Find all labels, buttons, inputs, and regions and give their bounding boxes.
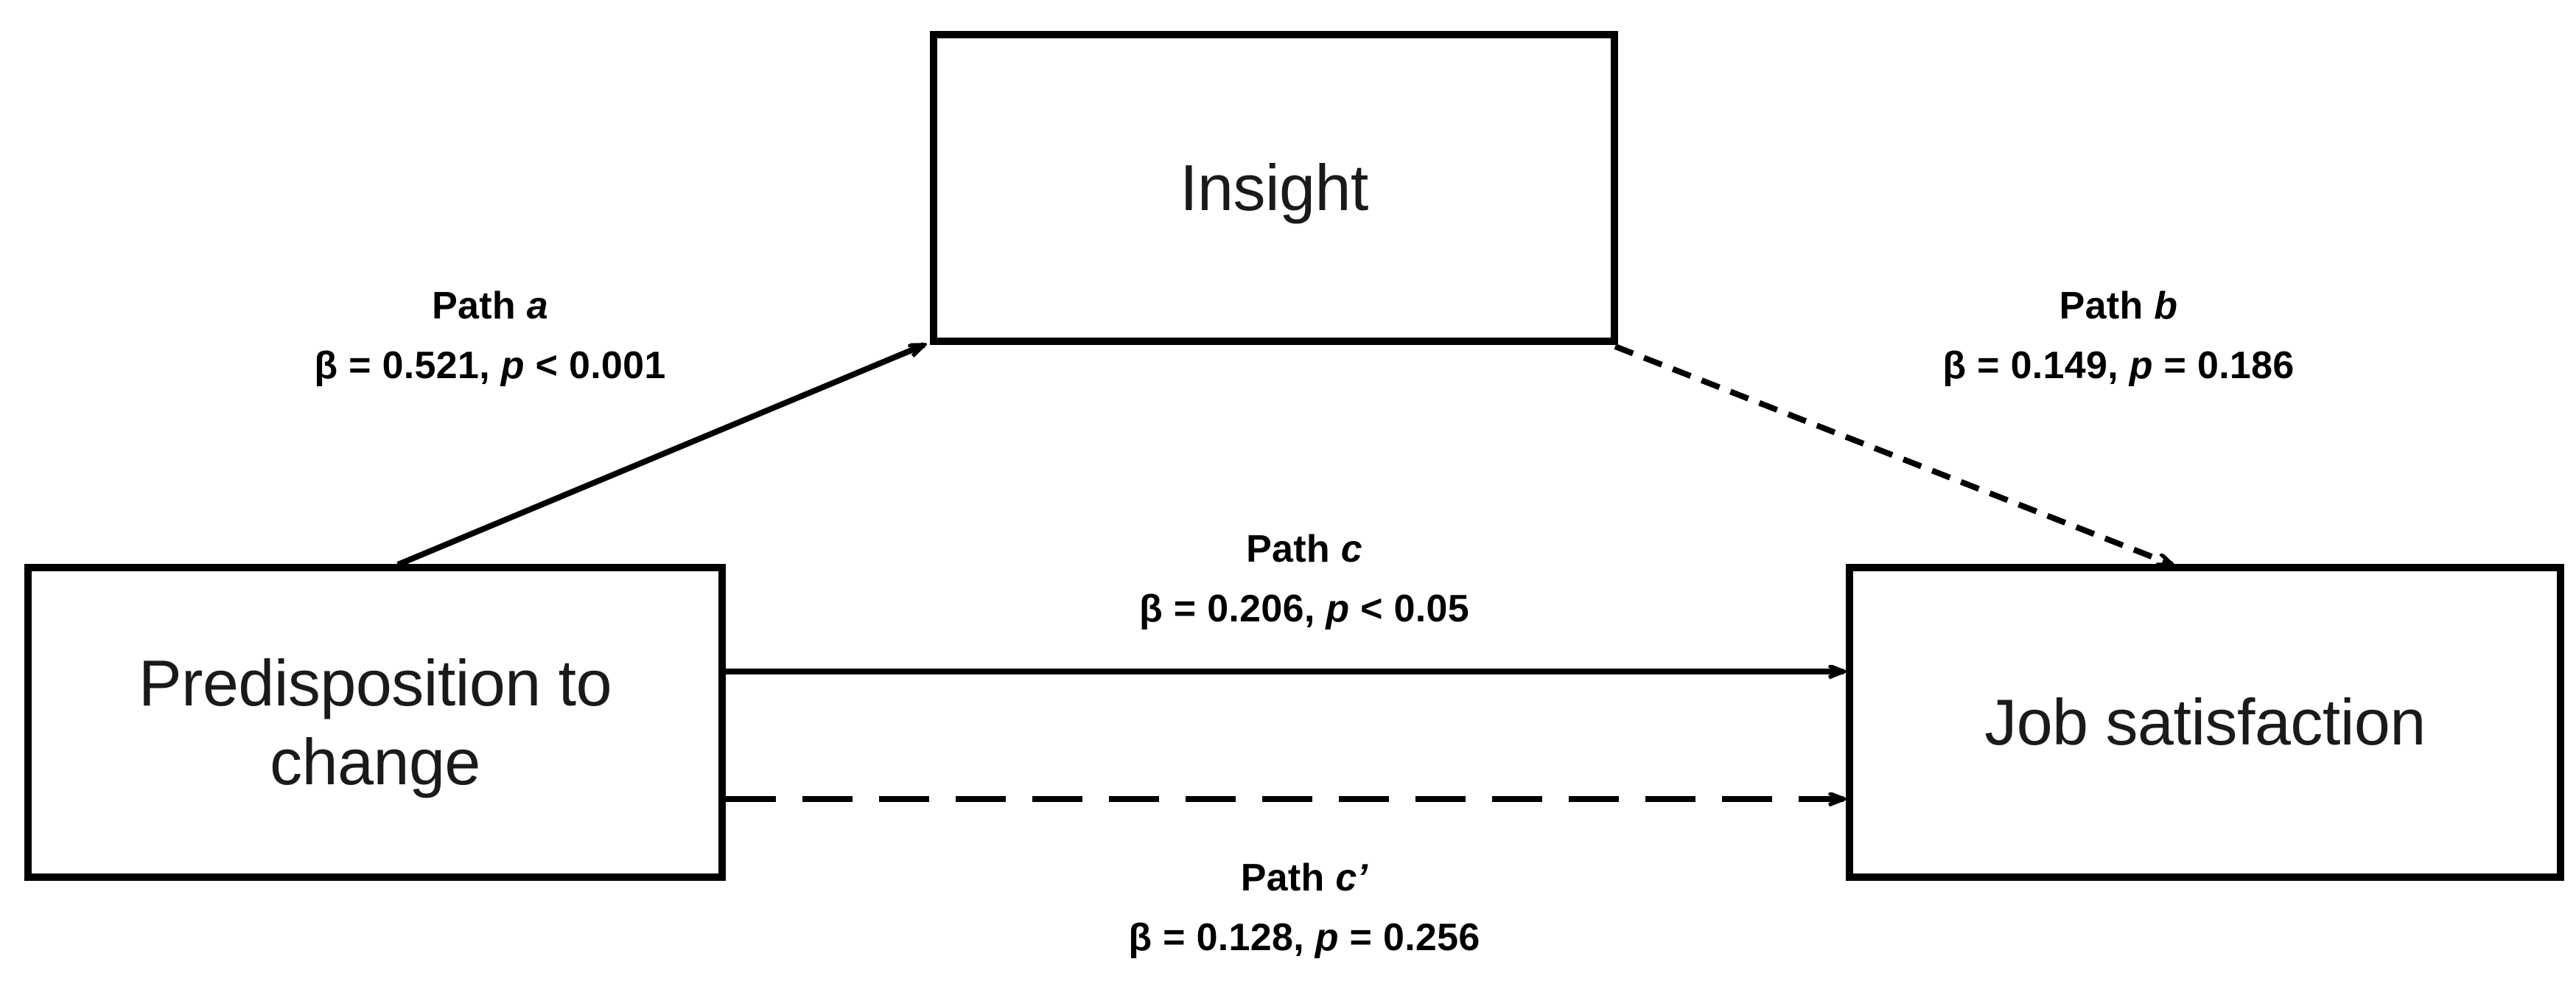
path-c-prime-name: Path [1240, 857, 1325, 899]
path-a-p-operator: < [524, 343, 569, 387]
path-c-prime-stats: β = 0.128, p = 0.256 [1128, 915, 1480, 959]
path-c-stats: β = 0.206, p < 0.05 [1138, 587, 1469, 630]
path-c-prime-symbol: c’ [1335, 857, 1368, 899]
path-c-name: Path [1246, 528, 1330, 571]
path-c-prime-p-value: 0.256 [1382, 915, 1480, 959]
path-b-label: Path b β = 0.149, p = 0.186 [1853, 282, 2384, 390]
path-c-title: Path c [1039, 525, 1569, 574]
path-b-name: Path [2059, 285, 2143, 327]
node-job-satisfaction[interactable]: Job satisfaction [1846, 564, 2564, 881]
path-c-p-value: 0.05 [1393, 587, 1469, 630]
path-c-p-operator: < [1349, 587, 1394, 630]
path-c-prime-beta-prefix: β = [1128, 915, 1197, 959]
path-b-symbol: b [2154, 285, 2178, 327]
path-b-p-label: p [2129, 343, 2153, 387]
node-predisposition-to-change[interactable]: Predisposition to change [24, 564, 726, 881]
path-a-beta-prefix: β = [314, 343, 382, 387]
path-a-symbol: a [526, 285, 548, 327]
path-c-prime-p-label: p [1315, 915, 1339, 959]
path-a-p-value: 0.001 [568, 343, 666, 387]
path-c-p-label: p [1326, 587, 1350, 630]
path-a-title: Path a [225, 282, 755, 331]
node-job-satisfaction-label: Job satisfaction [1984, 686, 2426, 759]
path-c-beta-value: 0.206 [1207, 587, 1304, 630]
path-a-beta-value: 0.521 [382, 343, 480, 387]
path-b-beta-value: 0.149 [2010, 343, 2108, 387]
node-insight-label: Insight [1180, 151, 1368, 225]
path-c-symbol: c [1340, 528, 1362, 571]
path-b-beta-prefix: β = [1942, 343, 2011, 387]
path-b-title: Path b [1853, 282, 2384, 331]
node-predisposition-to-change-label: Predisposition to change [138, 646, 612, 798]
node-insight[interactable]: Insight [930, 31, 1618, 345]
path-a-stats: β = 0.521, p < 0.001 [314, 343, 666, 387]
path-c-label: Path c β = 0.206, p < 0.05 [1039, 525, 1569, 633]
path-c-prime-label: Path c’ β = 0.128, p = 0.256 [1039, 854, 1569, 962]
path-b-stats: β = 0.149, p = 0.186 [1942, 343, 2295, 387]
path-c-beta-prefix: β = [1138, 587, 1208, 630]
path-b-p-operator: = [2152, 343, 2197, 387]
path-c-prime-beta-value: 0.128 [1196, 915, 1294, 959]
path-a-label: Path a β = 0.521, p < 0.001 [225, 282, 755, 390]
path-a-p-label: p [500, 343, 525, 387]
path-c-prime-title: Path c’ [1039, 854, 1569, 903]
path-c-prime-p-operator: = [1338, 915, 1383, 959]
path-b-p-value: 0.186 [2197, 343, 2295, 387]
path-a-name: Path [432, 285, 516, 327]
